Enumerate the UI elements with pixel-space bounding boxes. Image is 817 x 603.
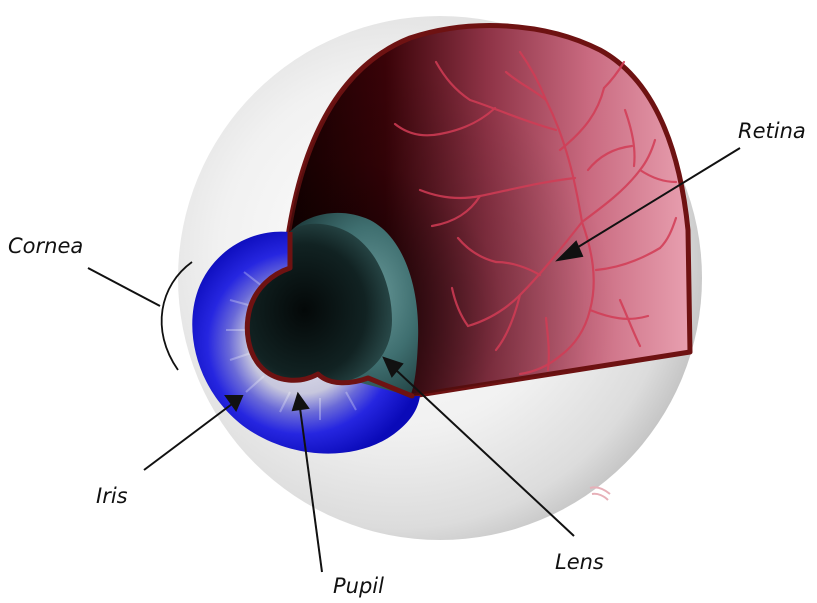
pupil-label: Pupil (333, 576, 384, 597)
cornea-label: Cornea (8, 236, 83, 257)
iris-label: Iris (96, 486, 128, 507)
iris-leader (144, 404, 232, 470)
retina-label: Retina (738, 121, 806, 142)
cornea-leader (88, 268, 160, 306)
lens-label: Lens (555, 552, 604, 573)
